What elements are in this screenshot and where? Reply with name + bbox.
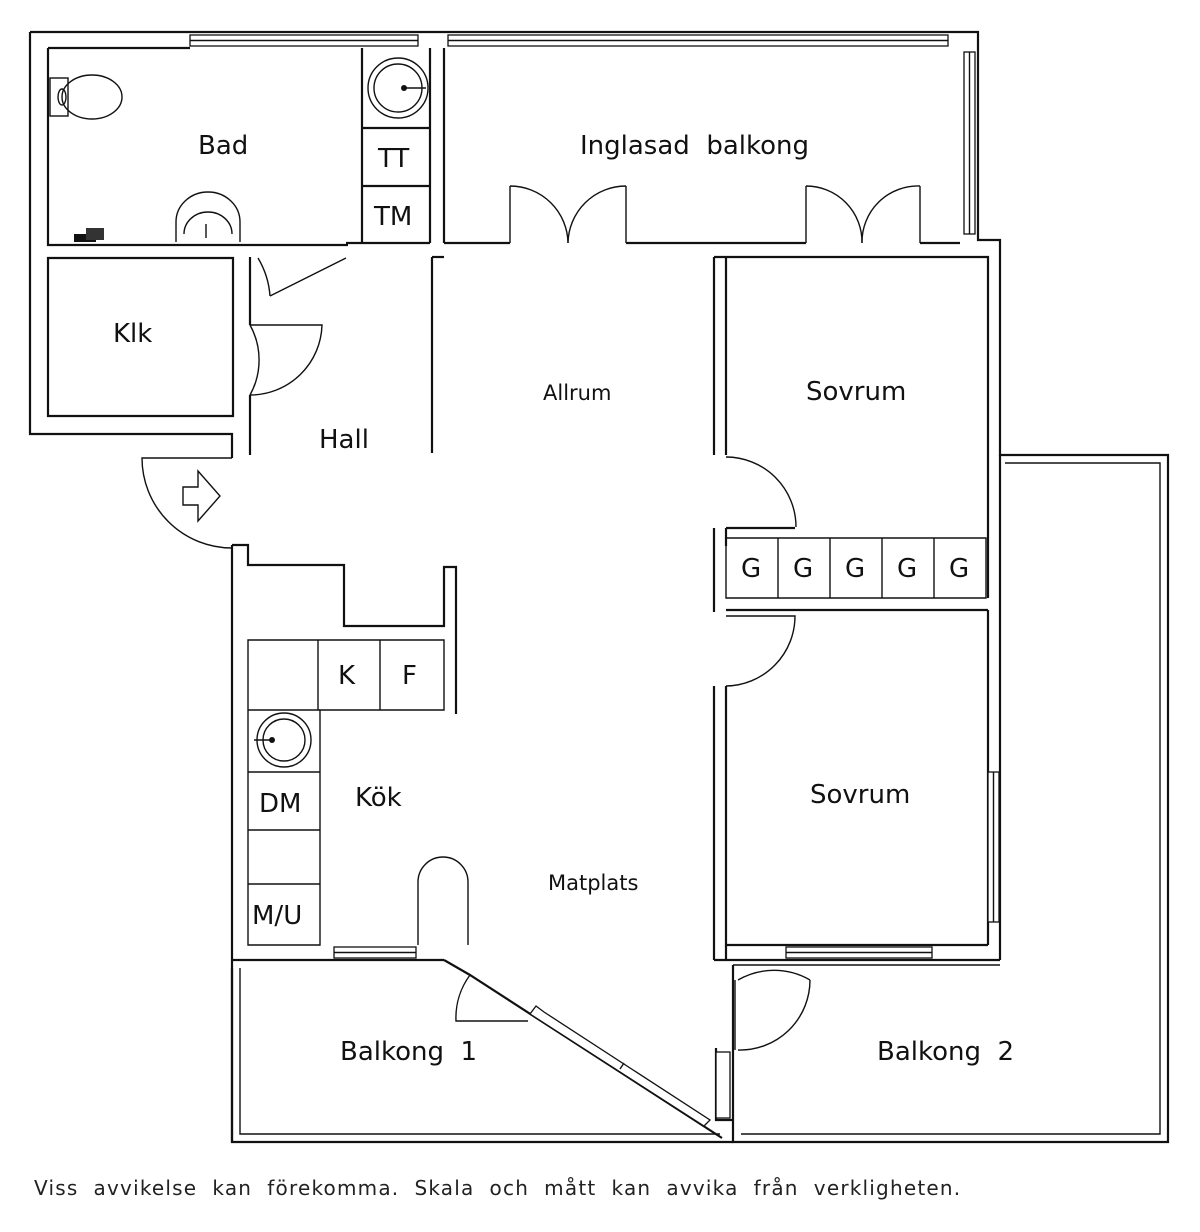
door-swing-icon — [805, 185, 863, 244]
door-swing-icon — [257, 257, 347, 297]
door-swing-icon — [141, 457, 233, 549]
tap-icon — [74, 228, 104, 242]
wardrobe-label: G — [949, 554, 969, 584]
kitchen-column — [417, 856, 469, 945]
window-icon — [529, 1005, 712, 1127]
wardrobe-label: G — [793, 554, 813, 584]
wardrobe-label: G — [845, 554, 865, 584]
fixture-label-tt: TT — [377, 144, 409, 174]
door-swing-icon — [861, 185, 921, 244]
fixture-label-f: F — [402, 661, 417, 691]
sink-icon — [367, 57, 429, 119]
fixture-label-mu: M/U — [252, 901, 302, 931]
door-swing-icon — [567, 185, 627, 244]
fixtures — [49, 57, 429, 768]
room-label-sovrum-2: Sovrum — [810, 780, 910, 810]
room-label-kok: Kök — [355, 783, 402, 813]
room-label-hall: Hall — [319, 425, 369, 455]
doors — [141, 185, 921, 1051]
room-label-sovrum-1: Sovrum — [806, 377, 906, 407]
room-label-bad: Bad — [198, 131, 248, 161]
wardrobe-label: G — [741, 554, 761, 584]
toilet-icon — [49, 74, 123, 120]
disclaimer-text: Viss avvikelse kan förekomma. Skala och … — [34, 1176, 962, 1200]
room-labels: Bad Inglasad balkong Klk Hall Allrum Sov… — [113, 131, 1014, 1067]
wardrobe-label: G — [897, 554, 917, 584]
room-label-allrum: Allrum — [543, 381, 611, 405]
door-swing-icon — [725, 456, 797, 528]
room-label-klk: Klk — [113, 319, 152, 349]
door-swing-icon — [249, 324, 323, 396]
room-label-matplats: Matplats — [548, 871, 638, 895]
door-swing-icon — [734, 969, 811, 1051]
fixture-labels: TT TM K F DM M/U G G G G G — [252, 144, 969, 931]
door-swing-icon — [509, 185, 569, 244]
fixture-label-tm: TM — [373, 202, 412, 232]
sink-icon — [175, 191, 241, 242]
entrance-arrow-icon — [182, 469, 221, 523]
fixture-label-dm: DM — [259, 789, 301, 819]
windows — [189, 34, 1000, 1127]
fixture-label-k: K — [338, 661, 356, 691]
room-label-balkong-1: Balkong 1 — [340, 1037, 477, 1067]
door-swing-icon — [455, 974, 528, 1022]
window-icon — [715, 1051, 731, 1119]
door-swing-icon — [725, 615, 796, 687]
walls — [28, 30, 1170, 1144]
sink-icon — [254, 712, 312, 768]
room-label-inglasad-balkong: Inglasad balkong — [580, 131, 809, 161]
room-label-balkong-2: Balkong 2 — [877, 1037, 1014, 1067]
